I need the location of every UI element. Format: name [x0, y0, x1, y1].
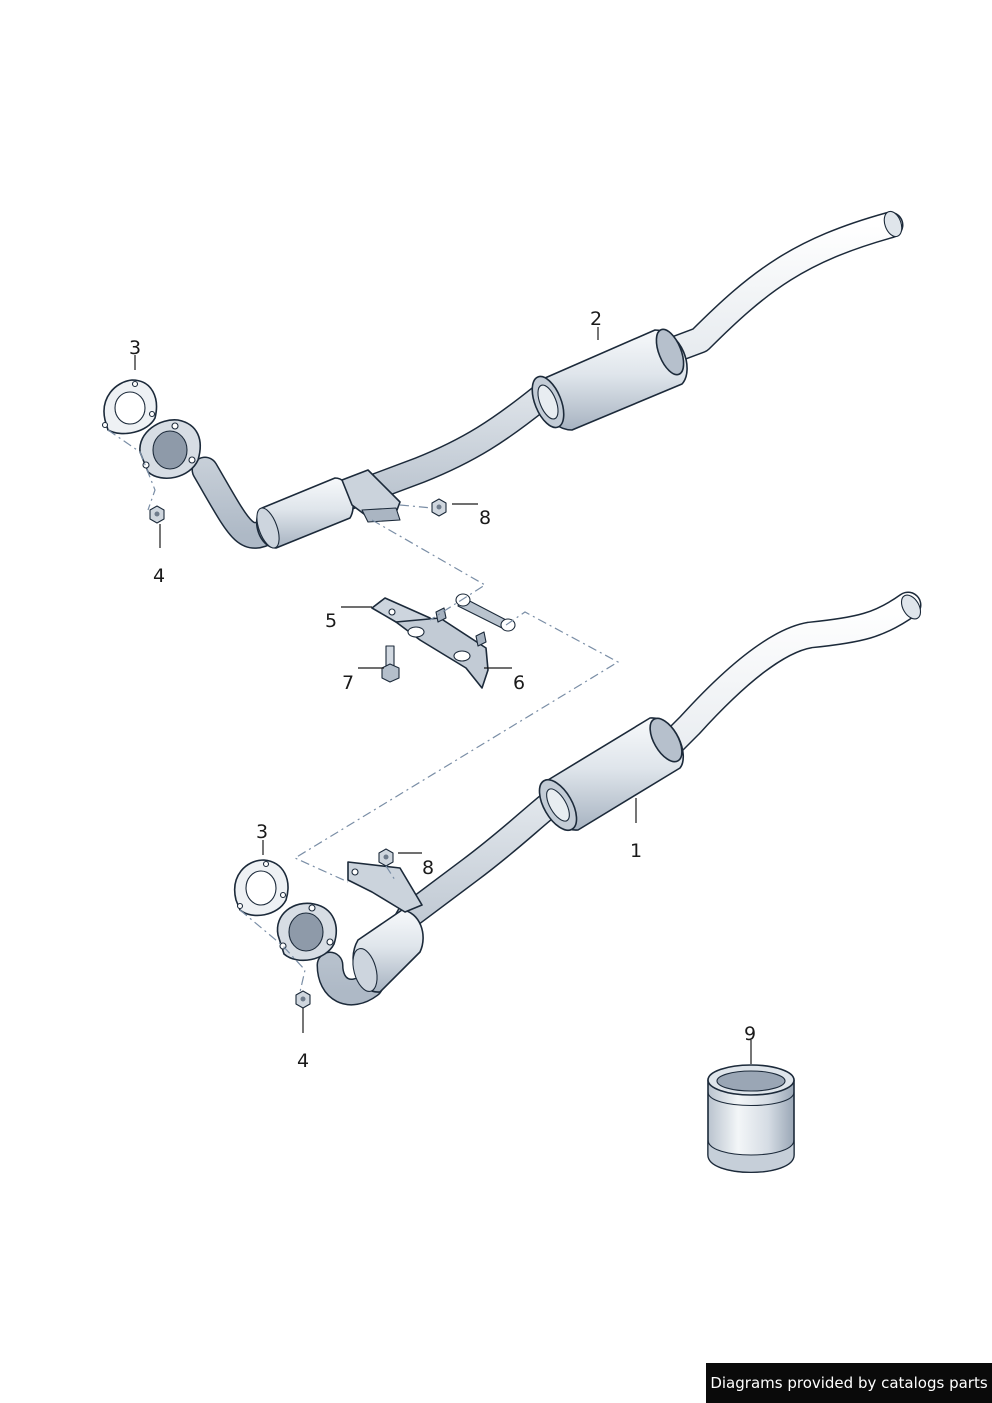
gasket-lower[interactable]: [233, 859, 289, 917]
gasket-upper-hole-1: [101, 421, 109, 429]
callout-9: 9: [744, 1023, 756, 1045]
lower-pipe-end: [900, 594, 922, 620]
lower-muffler-rear-end: [649, 717, 683, 763]
gasket-lower-hole-3: [279, 891, 287, 899]
callout-5: 5: [325, 610, 337, 632]
callout-3-upper: 3: [129, 337, 141, 359]
guide-lower-bracket: [293, 611, 620, 883]
guide-upper-nut: [399, 504, 433, 509]
assembly-guide-lines: [107, 429, 620, 993]
nut-8-upper-bore: [436, 504, 442, 510]
front-pipe-assembly-upper[interactable]: [139, 209, 905, 551]
lower-catalytic-converter-end: [352, 948, 378, 992]
upper-flange-hole-1: [142, 461, 150, 469]
upper-pipe-end: [883, 210, 903, 238]
nut-upper-bore: [154, 511, 160, 517]
callout-7: 7: [342, 672, 354, 694]
guide-lower-gasket: [239, 909, 306, 993]
lower-inlet-bore: [288, 912, 324, 952]
hanger-bracket-6-stud-2: [475, 631, 487, 647]
callout-1: 1: [630, 840, 642, 862]
leader-lines: [134, 327, 752, 1064]
upper-flange-hole-2: [171, 422, 179, 430]
pipe-clamp-sleeve[interactable]: [707, 1064, 795, 1174]
hanger-bracket-5-hole: [388, 608, 396, 616]
upper-pipe-fill: [193, 213, 902, 548]
callout-4-lower: 4: [297, 1050, 309, 1072]
upper-muffler-front-ring: [537, 384, 559, 420]
lower-flange-hole-2: [308, 904, 316, 912]
nut-8-lower-bore: [383, 854, 389, 860]
callout-8-upper: 8: [479, 507, 491, 529]
lower-flange-hole-3: [326, 938, 334, 946]
bolt-7[interactable]: [381, 645, 400, 683]
gasket-lower-hole-2: [262, 860, 270, 868]
callout-4-upper: 4: [153, 565, 165, 587]
gasket-upper[interactable]: [101, 379, 158, 435]
nut-lower-bore: [300, 996, 306, 1002]
callout-2: 2: [590, 308, 602, 330]
sleeve-bottom-ring: [707, 1139, 795, 1173]
lower-pipe-bracket: [347, 861, 423, 913]
hanger-strap-eye-1: [455, 593, 471, 607]
nut-8-upper[interactable]: [431, 498, 447, 517]
hanger-bracket-6[interactable]: [395, 607, 489, 689]
guide-upper-gasket: [107, 429, 156, 511]
sleeve-upper-band: [707, 1091, 795, 1107]
nut-lower[interactable]: [295, 990, 311, 1009]
hanger-bracket-6-cutout-2: [453, 650, 471, 662]
guide-lower-nut: [385, 865, 396, 881]
upper-muffler-rear-end: [655, 328, 685, 376]
gasket-upper-bore: [114, 391, 146, 425]
upper-flange-hole-3: [188, 456, 196, 464]
bolt-7-head: [381, 663, 400, 683]
callout-numbers: 1 2 3 3 4 4 5 6 7 8 8 9: [129, 308, 756, 1072]
lower-bracket-hole: [351, 868, 359, 876]
hanger-strap-eye-2: [500, 618, 516, 632]
upper-bracket-tab: [361, 507, 401, 523]
upper-catalytic-converter-end: [256, 507, 280, 549]
rubber-hanger-strap[interactable]: [455, 593, 516, 632]
sleeve-top-bore: [716, 1070, 786, 1092]
gasket-upper-hole-2: [131, 380, 139, 388]
lower-muffler-front-ring: [546, 788, 570, 822]
gasket-upper-hole-3: [148, 410, 156, 418]
hanger-bracket-6-cutout-1: [407, 626, 425, 638]
gasket-lower-hole-1: [236, 902, 244, 910]
front-pipe-assembly-lower[interactable]: [276, 591, 924, 1006]
upper-inlet-bore: [152, 430, 188, 470]
callout-8-lower: 8: [422, 857, 434, 879]
callout-3-lower: 3: [256, 821, 268, 843]
gasket-lower-bore: [245, 870, 277, 906]
nut-upper[interactable]: [149, 505, 165, 524]
callout-6: 6: [513, 672, 525, 694]
diagram-credit-banner: Diagrams provided by catalogs parts: [706, 1363, 992, 1403]
guide-upper-bracket: [371, 519, 487, 621]
nut-8-lower[interactable]: [378, 848, 394, 867]
